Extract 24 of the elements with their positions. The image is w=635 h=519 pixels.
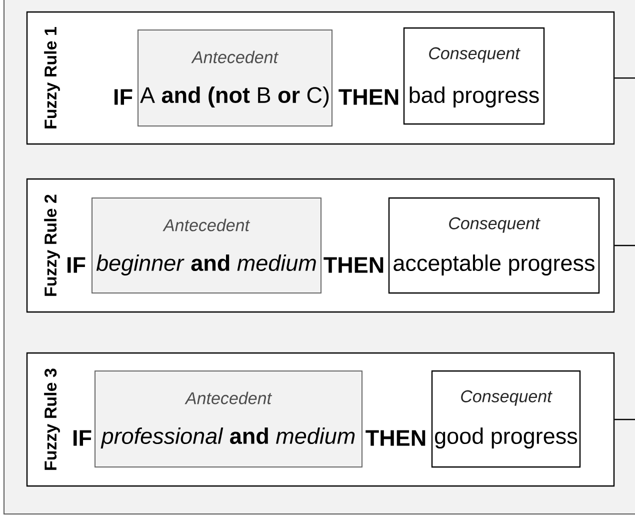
keyword: IF <box>114 89 132 105</box>
connector-line <box>614 77 635 79</box>
condition-text: good progress <box>435 428 578 448</box>
connector-line <box>614 244 635 246</box>
rule-title: Fuzzy Rule 1 <box>44 27 60 128</box>
condition-text: acceptable progress <box>394 254 594 276</box>
box-heading: Consequent <box>449 217 540 233</box>
rule-title: Fuzzy Rule 3 <box>44 368 60 470</box>
box-heading: Consequent <box>429 47 520 63</box>
keyword: THEN <box>366 430 426 446</box>
keyword: IF <box>68 257 86 273</box>
keyword: IF <box>74 430 92 446</box>
keyword: THEN <box>338 89 398 105</box>
condition-text: A and (not B or C) <box>140 86 329 108</box>
rule-title: Fuzzy Rule 2 <box>44 194 60 296</box>
connector-line <box>614 418 635 420</box>
condition-text: bad progress <box>410 86 539 108</box>
condition-text: professional and medium <box>100 428 355 448</box>
condition-text: beginner and medium <box>96 254 316 276</box>
box-heading: Antecedent <box>184 392 272 404</box>
keyword: THEN <box>324 257 384 273</box>
box-heading: Consequent <box>461 390 552 406</box>
box-heading: Antecedent <box>191 50 279 64</box>
box-heading: Antecedent <box>162 218 250 232</box>
